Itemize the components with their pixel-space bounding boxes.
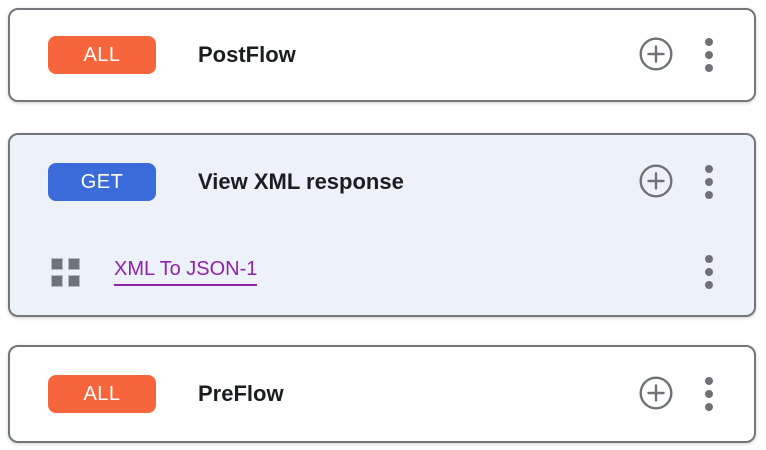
verb-badge: ALL [48,36,156,74]
flow-header: GET View XML response [10,135,754,229]
kebab-dot [705,268,713,276]
kebab-dot [705,51,713,59]
kebab-dot [705,377,713,385]
kebab-dot [705,64,713,72]
flow-actions [639,375,713,413]
kebab-dot [705,178,713,186]
kebab-dot [705,255,713,263]
kebab-dot [705,165,713,173]
kebab-menu-icon[interactable] [705,377,713,411]
drag-square [69,258,79,269]
add-step-button[interactable] [639,375,673,413]
plus-circle-icon [639,375,673,413]
drag-square [69,275,79,286]
drag-handle-icon[interactable] [52,258,79,286]
flow-card-postflow[interactable]: ALL PostFlow [8,8,756,102]
plus-circle-icon [639,36,673,74]
kebab-dot [705,390,713,398]
kebab-dot [705,403,713,411]
flow-title: PreFlow [198,381,284,406]
flow-header: ALL PostFlow [10,10,754,100]
flow-actions [639,36,713,74]
drag-square [52,258,62,269]
kebab-dot [705,38,713,46]
kebab-dot [705,281,713,289]
kebab-menu-icon[interactable] [705,38,713,72]
add-step-button[interactable] [639,163,673,201]
kebab-dot [705,191,713,199]
flow-header: ALL PreFlow [10,347,754,441]
kebab-menu-icon[interactable] [705,165,713,199]
policy-step-row: XML To JSON-1 [10,229,754,315]
verb-badge: ALL [48,375,156,413]
flow-actions [639,163,713,201]
flow-title: PostFlow [198,42,296,67]
policy-actions [705,255,713,289]
plus-circle-icon [639,163,673,201]
drag-square [52,275,62,286]
flow-card-preflow[interactable]: ALL PreFlow [8,345,756,443]
policy-link[interactable]: XML To JSON-1 [114,258,258,286]
flow-title: View XML response [198,169,404,194]
verb-badge: GET [48,163,156,201]
flow-card-view-xml-response[interactable]: GET View XML response [8,133,756,317]
add-step-button[interactable] [639,36,673,74]
kebab-menu-icon[interactable] [705,255,713,289]
